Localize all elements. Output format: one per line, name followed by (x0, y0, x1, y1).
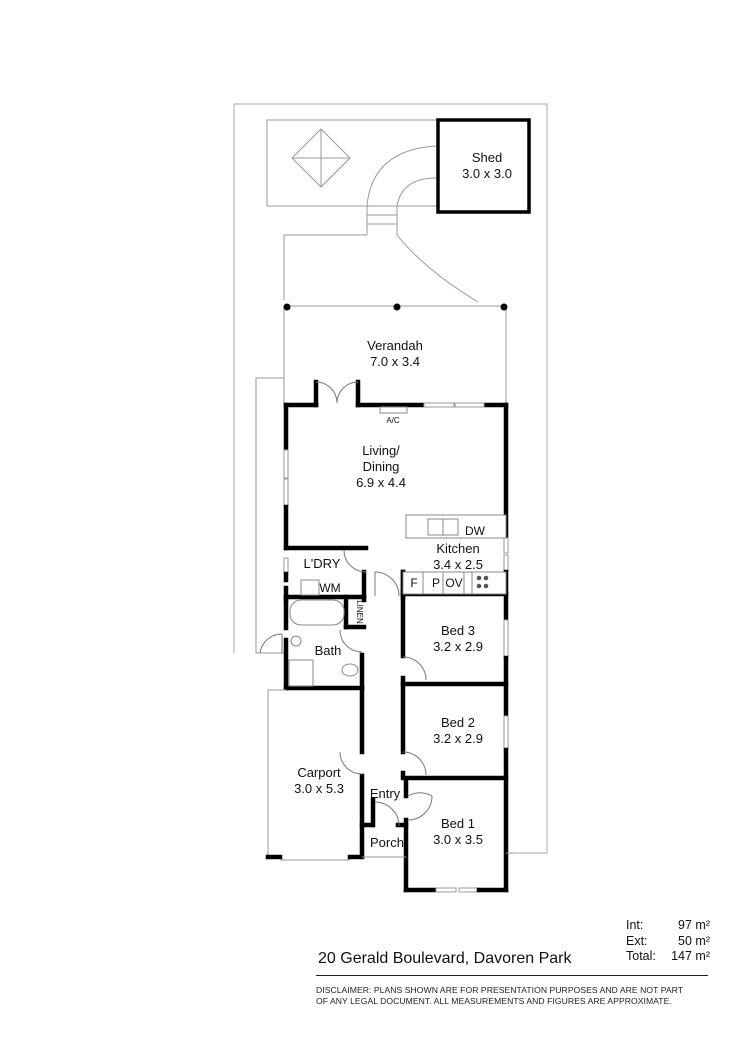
kitchen-dims: 3.4 x 2.5 (433, 557, 483, 572)
oven-label: OV (445, 576, 462, 590)
lot-boundary (233, 103, 548, 854)
shower-icon (288, 659, 314, 687)
laundry-trough-icon (300, 579, 320, 596)
area-row-total: Total: 147 m² (626, 949, 710, 965)
bath-label: Bath (315, 643, 342, 658)
doors (315, 381, 433, 827)
bed1-label: Bed 1 (441, 816, 475, 831)
house-walls (283, 379, 509, 893)
bed3-label: Bed 3 (441, 623, 475, 638)
area-summary: Int: 97 m² Ext: 50 m² Total: 147 m² (626, 918, 710, 965)
area-value: 50 m² (678, 933, 710, 948)
area-value: 147 m² (671, 949, 710, 963)
disclaimer-line-1: DISCLAIMER: PLANS SHOWN ARE FOR PRESENTA… (316, 985, 684, 995)
bed2-dims: 3.2 x 2.9 (433, 731, 483, 746)
gate-door (259, 633, 283, 654)
linen-label: LINEN (355, 600, 364, 624)
divider (316, 975, 708, 976)
area-row-internal: Int: 97 m² (626, 918, 710, 934)
bathtub-icon (289, 599, 345, 626)
pantry-label: P (432, 576, 440, 590)
verandah-post (500, 303, 508, 311)
verandah-label: Verandah (367, 338, 423, 353)
verandah-post (393, 303, 401, 311)
dishwasher-label: DW (465, 524, 486, 538)
carport-outline (267, 689, 286, 855)
living-label-1: Living/ (362, 443, 400, 458)
shed-dims: 3.0 x 3.0 (462, 166, 512, 181)
verandah-post (283, 303, 291, 311)
area-row-external: Ext: 50 m² (626, 934, 710, 950)
diamond-feature-icon (291, 128, 351, 188)
bed3-dims: 3.2 x 2.9 (433, 639, 483, 654)
yard-outline (283, 234, 367, 300)
entry-label: Entry (370, 786, 401, 801)
disclaimer-line-2: OF ANY LEGAL DOCUMENT. ALL MEASUREMENTS … (316, 996, 672, 1006)
kitchen-label: Kitchen (436, 541, 479, 556)
shed-label: Shed (472, 150, 502, 165)
laundry-label: L'DRY (304, 556, 341, 571)
area-label: Total: (626, 949, 656, 963)
basin-icon (290, 635, 302, 647)
living-dims: 6.9 x 4.4 (356, 475, 406, 490)
property-address: 20 Gerald Boulevard, Davoren Park (318, 950, 572, 967)
area-label: Int: (626, 918, 644, 932)
toilet-icon (341, 663, 359, 677)
garden-path (366, 145, 479, 303)
garden-bed (266, 119, 438, 207)
shed (436, 118, 531, 214)
ac-unit (379, 406, 408, 414)
living-label-2: Dining (363, 459, 400, 474)
fridge-label: F (410, 576, 417, 590)
carport-label: Carport (297, 765, 341, 780)
bed1-dims: 3.0 x 3.5 (433, 832, 483, 847)
porch-label: Porch (370, 835, 404, 850)
carport-dims: 3.0 x 5.3 (294, 781, 344, 796)
washing-machine-label: WM (319, 581, 340, 595)
area-label: Ext: (626, 933, 648, 948)
area-value: 97 m² (678, 918, 710, 932)
cooktop-icon (476, 575, 489, 589)
bed2-label: Bed 2 (441, 715, 475, 730)
ac-label: A/C (386, 416, 400, 425)
side-path (255, 377, 284, 654)
kitchen-bench (402, 514, 507, 595)
disclaimer: DISCLAIMER: PLANS SHOWN ARE FOR PRESENTA… (316, 985, 716, 1007)
verandah-dims: 7.0 x 3.4 (370, 354, 420, 369)
